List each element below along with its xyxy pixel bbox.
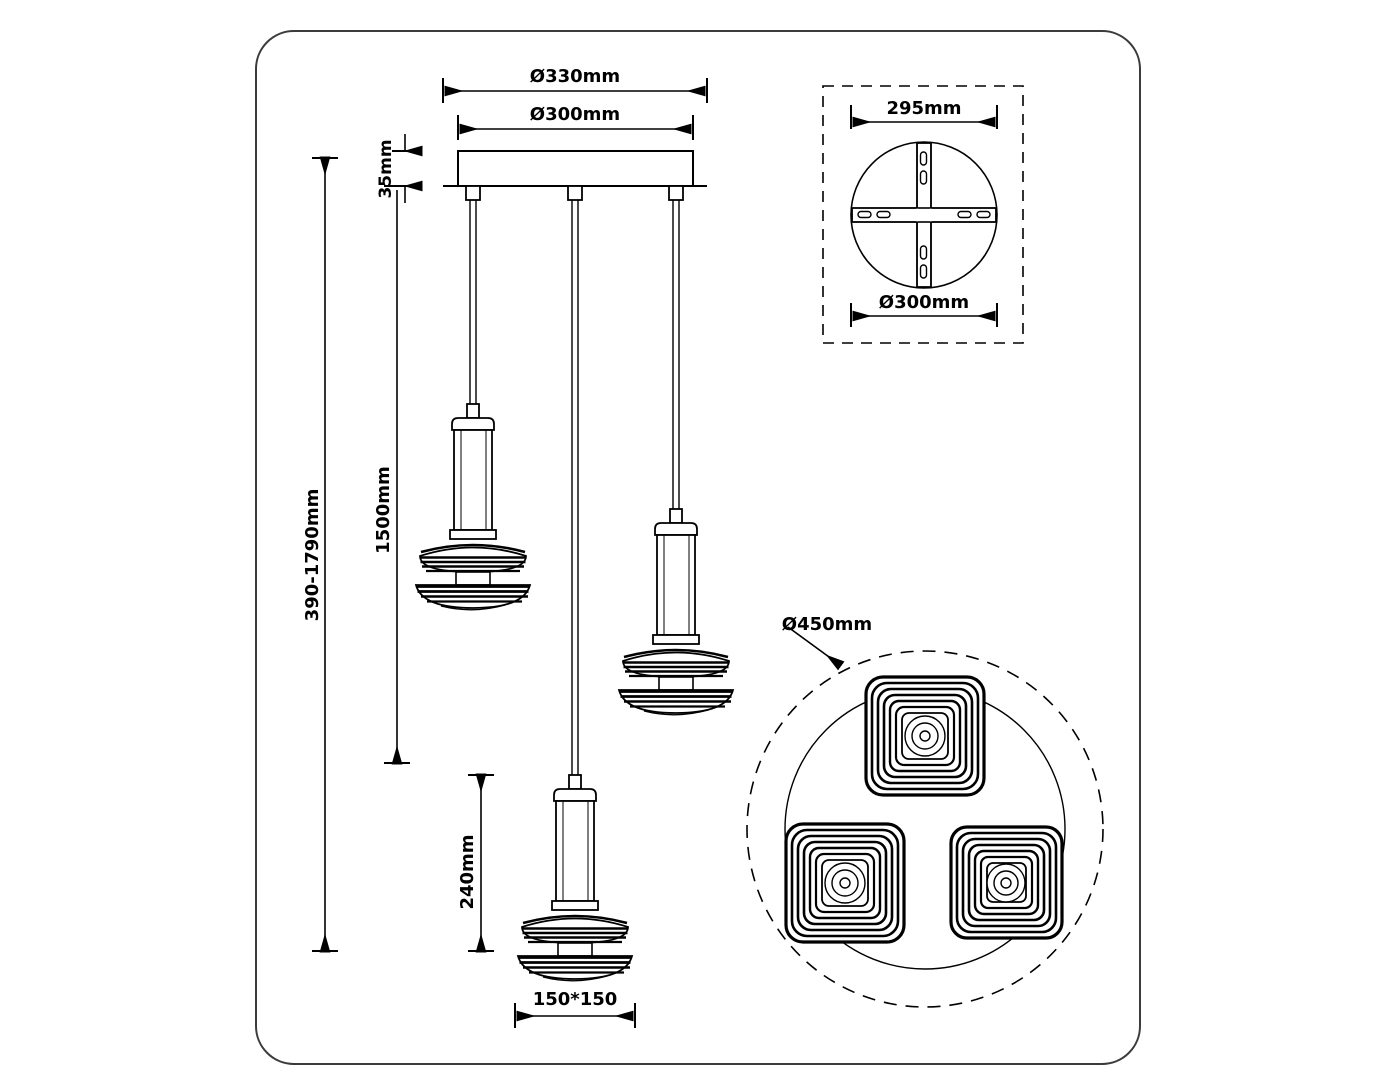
label-canopy-height: 35mm: [376, 139, 396, 198]
dim-max-cord-drop: [384, 185, 410, 765]
dim-fixture-height: [468, 773, 494, 953]
pendant-lamp-center: [516, 185, 634, 982]
shade-top-view-lower-right: [949, 825, 1064, 940]
label-max-cord-drop: 1500mm: [373, 466, 394, 554]
label-fixture-height: 240mm: [457, 834, 478, 909]
label-canopy-inner-diameter: Ø300mm: [530, 104, 620, 125]
dim-canopy-inner: [457, 115, 694, 140]
label-swing-circle-diameter: Ø450mm: [782, 614, 872, 635]
shade-lower-lens-left: [414, 584, 532, 611]
label-canopy-outer-diameter: Ø330mm: [530, 66, 620, 87]
leader-swing-circle: [787, 626, 845, 671]
swing-circle-dashed: [746, 650, 1104, 1008]
dim-shade-footprint: [514, 1003, 636, 1028]
sheet-frame: [255, 30, 1141, 1065]
top-view-dashed-boundary: [822, 85, 1024, 344]
pendant-lamp-right: [617, 185, 735, 716]
top-view-group: [822, 85, 1024, 344]
ceiling-canopy: [443, 150, 707, 187]
label-shade-footprint: 150*150: [533, 989, 618, 1010]
pendant-lamp-left: [414, 185, 532, 611]
front-elevation-group: [312, 78, 735, 1028]
dim-total-drop-range: [312, 156, 338, 953]
label-plate-diameter: Ø300mm: [879, 292, 969, 313]
dim-bracket-width: [850, 105, 998, 129]
shade-upper-lens-center: [521, 914, 629, 944]
shade-upper-lens-right: [622, 648, 730, 678]
label-total-drop-range: 390-1790mm: [302, 489, 323, 622]
shade-lower-lens-center: [516, 955, 634, 982]
shade-lower-lens-right: [617, 689, 735, 716]
label-bracket-width: 295mm: [886, 98, 961, 119]
shade-top-view-lower-left: [784, 822, 906, 944]
shade-top-view-upper: [864, 675, 986, 797]
dim-canopy-outer: [442, 78, 708, 103]
cross-bracket: [851, 142, 997, 288]
bottom-view-group: [746, 626, 1104, 1008]
shade-upper-lens-left: [419, 543, 527, 573]
dim-plate-diameter: [850, 303, 998, 327]
